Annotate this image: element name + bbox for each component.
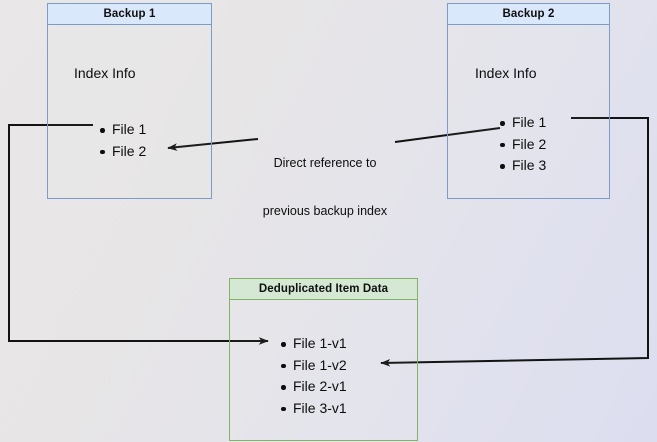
backup-1-index-info-label: Index Info bbox=[74, 65, 136, 81]
direct-reference-label-line2: previous backup index bbox=[262, 204, 388, 218]
deduplicated-file-list: File 1-v1 File 1-v2 File 2-v1 File 3-v1 bbox=[280, 333, 347, 419]
backup-2-index-info-label: Index Info bbox=[475, 65, 537, 81]
deduplicated-item-data-body: File 1-v1 File 1-v2 File 2-v1 File 3-v1 bbox=[230, 300, 417, 440]
list-item: File 3 bbox=[499, 155, 546, 177]
backup-2-box: Backup 2 Index Info File 1 File 2 File 3 bbox=[447, 3, 610, 199]
list-item: File 1 bbox=[499, 112, 546, 134]
backup-2-header: Backup 2 bbox=[448, 4, 609, 25]
backup-1-body: Index Info File 1 File 2 bbox=[48, 25, 211, 198]
deduplicated-item-data-header: Deduplicated Item Data bbox=[230, 279, 417, 300]
backup-2-body: Index Info File 1 File 2 File 3 bbox=[448, 25, 609, 198]
backup-2-file-list: File 1 File 2 File 3 bbox=[499, 112, 546, 177]
list-item: File 1-v1 bbox=[280, 333, 347, 355]
backup-1-box: Backup 1 Index Info File 1 File 2 bbox=[47, 3, 212, 199]
backup-1-file-list: File 1 File 2 bbox=[99, 119, 146, 162]
direct-reference-label: Direct reference to previous backup inde… bbox=[249, 123, 401, 251]
backup-1-header: Backup 1 bbox=[48, 4, 211, 25]
list-item: File 1 bbox=[99, 119, 146, 141]
list-item: File 3-v1 bbox=[280, 398, 347, 420]
deduplicated-item-data-box: Deduplicated Item Data File 1-v1 File 1-… bbox=[229, 278, 418, 441]
list-item: File 2-v1 bbox=[280, 376, 347, 398]
direct-reference-label-line1: Direct reference to bbox=[273, 156, 377, 170]
list-item: File 2 bbox=[499, 134, 546, 156]
list-item: File 1-v2 bbox=[280, 355, 347, 377]
list-item: File 2 bbox=[99, 141, 146, 163]
